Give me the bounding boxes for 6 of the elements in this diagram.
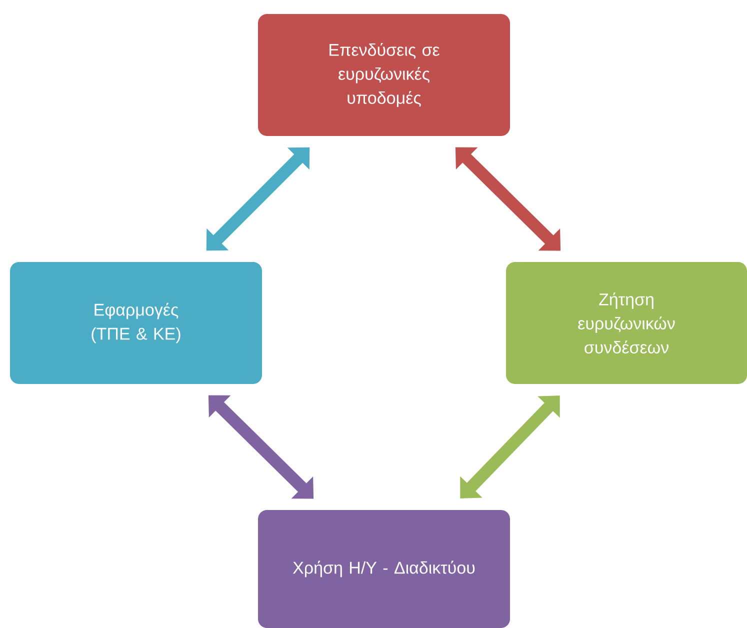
double-arrow <box>206 147 310 251</box>
process-box: Επενδύσεις σε ευρυζωνικές υποδομές <box>258 14 510 136</box>
process-box: Χρήση Η/Υ - Διαδικτύου <box>258 510 510 628</box>
process-box: Εφαρμογές (ΤΠΕ & ΚΕ) <box>10 262 262 384</box>
double-arrow <box>460 396 560 498</box>
process-box: Ζήτηση ευρυζωνικών συνδέσεων <box>506 262 747 384</box>
